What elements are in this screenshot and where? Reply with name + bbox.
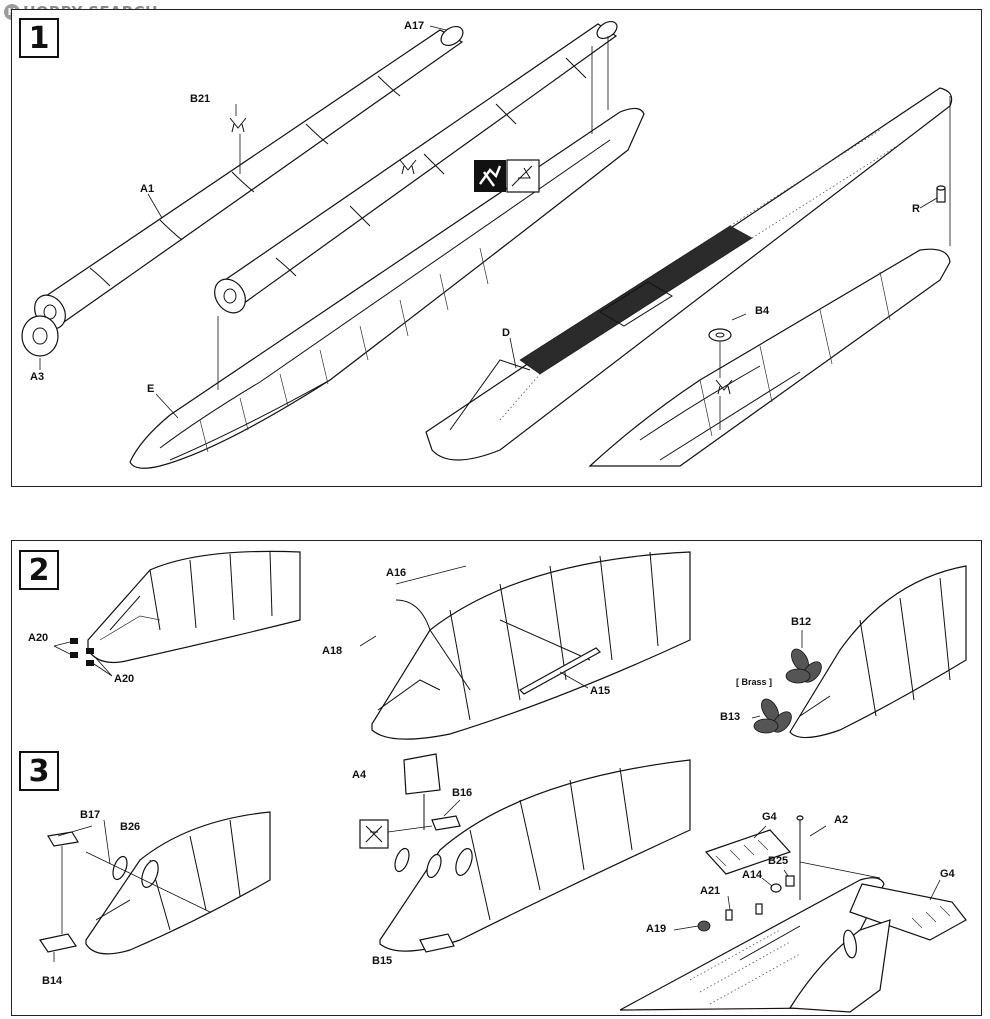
part-b4 (708, 328, 732, 342)
label-b14: B14 (42, 975, 63, 987)
part-a4-rudder (403, 753, 441, 830)
step-2-number: 2 (19, 550, 59, 590)
step-1-number: 1 (19, 18, 59, 58)
hull-half-e (129, 107, 645, 469)
part-b16 (431, 815, 461, 831)
label-a4: A4 (352, 769, 367, 781)
hull-half-right (588, 248, 951, 467)
stern-assembly-middle (371, 551, 691, 740)
stern-assembly-step3-left (85, 811, 271, 955)
part-g4-lower (849, 883, 967, 941)
label-brass: [ Brass ] (736, 677, 773, 687)
label-a20-lower: A20 (114, 673, 135, 685)
label-r: R (912, 203, 920, 215)
part-r (936, 185, 946, 203)
label-b21: B21 (190, 93, 211, 105)
part-b12-propeller (785, 648, 822, 684)
label-b4: B4 (755, 305, 770, 317)
glue-icon (506, 159, 540, 193)
part-b26-propellers (112, 855, 159, 888)
label-a20-upper: A20 (28, 632, 49, 644)
label-b13: B13 (720, 711, 741, 723)
part-a3-disc (21, 315, 59, 357)
part-b13-propeller (753, 698, 792, 734)
label-a15: A15 (590, 685, 611, 697)
part-a20-blocks (70, 638, 94, 666)
label-a19: A19 (646, 923, 667, 935)
label-g4-upper: G4 (762, 811, 777, 823)
label-d: D (502, 327, 510, 339)
part-g4-upper (704, 829, 792, 875)
label-b26: B26 (120, 821, 141, 833)
label-a16: A16 (386, 567, 407, 579)
part-b17 (47, 831, 79, 847)
label-a14: A14 (742, 869, 763, 881)
leader-lines-step-1 (39, 25, 951, 430)
label-g4-lower: G4 (940, 868, 955, 880)
second-tube (214, 20, 618, 314)
label-a17: A17 (404, 20, 425, 32)
step-3-number: 3 (19, 751, 59, 791)
label-b12: B12 (791, 616, 812, 628)
label-a21: A21 (700, 885, 721, 897)
part-b21 (229, 117, 733, 395)
part-b15 (419, 933, 455, 953)
step-3-hull-right (788, 919, 891, 1013)
label-e: E (147, 383, 155, 395)
part-a2-rod (796, 815, 804, 900)
step-3-propellers (394, 847, 473, 879)
label-b15: B15 (372, 955, 393, 967)
label-a2: A2 (834, 814, 849, 826)
label-a1: A1 (140, 183, 155, 195)
deck-part-d (425, 87, 953, 461)
label-a18: A18 (322, 645, 343, 657)
part-b14 (39, 933, 77, 953)
label-b17: B17 (80, 809, 101, 821)
cut-part-icon (359, 819, 389, 849)
stern-assembly-left (87, 550, 301, 663)
label-b25: B25 (768, 855, 789, 867)
stern-assembly-right (789, 565, 967, 739)
label-a3: A3 (30, 371, 45, 383)
label-b16: B16 (452, 787, 473, 799)
reverse-side-icon (474, 160, 506, 192)
